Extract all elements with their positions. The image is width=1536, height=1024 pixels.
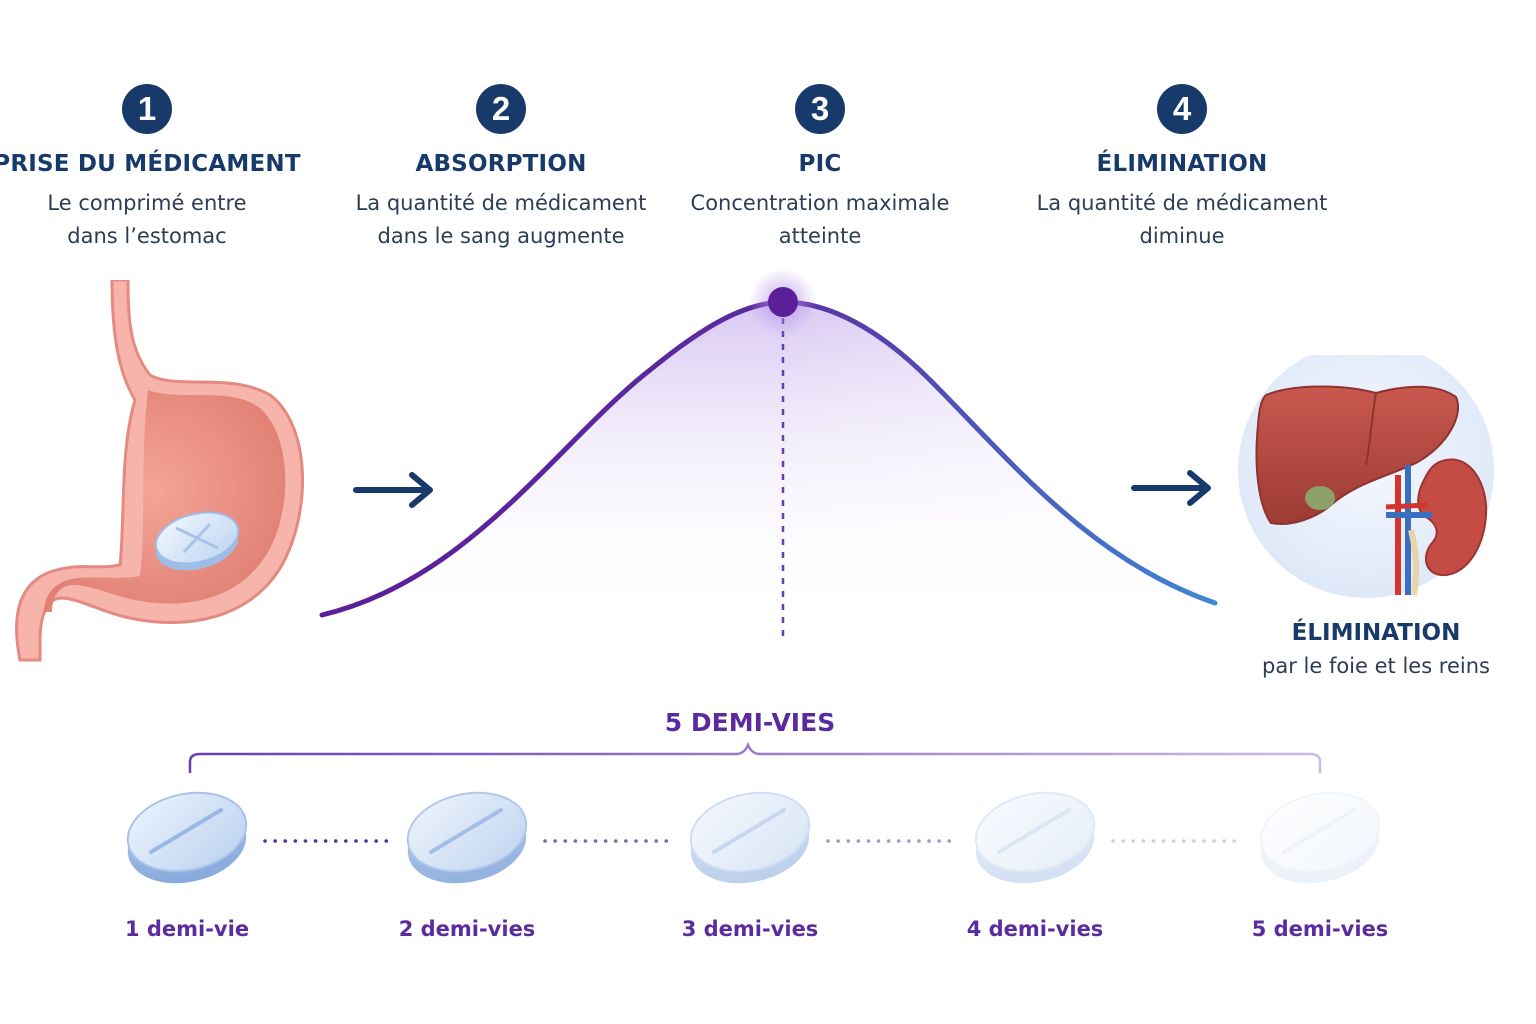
step-description-line: diminue <box>1139 224 1225 248</box>
arrow-right-icon <box>1131 470 1211 506</box>
half-lives-pills <box>126 791 1381 884</box>
step-description-line: atteinte <box>778 224 862 248</box>
step-number-badge: 2 <box>476 84 526 134</box>
half-life-label: 2 demi-vies <box>398 917 536 941</box>
step-description: La quantité de médicament diminue <box>1012 187 1352 253</box>
pill-icon <box>974 791 1096 884</box>
step-description: Le comprimé entre dans l’estomac <box>0 187 317 253</box>
step-description-line: Le comprimé entre <box>47 191 247 215</box>
step-title: ÉLIMINATION <box>1096 151 1268 177</box>
kidney-icon <box>1385 458 1488 596</box>
step-number-badge: 4 <box>1157 84 1207 134</box>
step-2: 2 ABSORPTION La quantité de médicament d… <box>331 84 671 253</box>
step-3: 3 PIC Concentration maximale atteinte <box>650 84 990 253</box>
step-description-line: dans le sang augmente <box>377 224 625 248</box>
step-title: PIC <box>798 151 842 177</box>
pill-icon <box>1259 791 1381 884</box>
pill-icon <box>689 791 811 884</box>
step-4: 4 ÉLIMINATION La quantité de médicament … <box>1012 84 1352 253</box>
organs-illustration <box>1238 355 1494 598</box>
step-description: La quantité de médicament dans le sang a… <box>331 187 671 253</box>
step-title: ABSORPTION <box>415 151 587 177</box>
step-1: 1 PRISE DU MÉDICAMENT Le comprimé entre … <box>0 84 317 253</box>
step-number-badge: 1 <box>122 84 172 134</box>
half-lives-title: 5 DEMI-VIES <box>664 708 836 737</box>
step-description-line: Concentration maximale <box>690 191 950 215</box>
step-number-badge: 3 <box>795 84 845 134</box>
half-life-label: 3 demi-vies <box>681 917 819 941</box>
pill-icon <box>126 791 248 884</box>
organs-subtitle: par le foie et les reins <box>1262 654 1490 678</box>
step-description-line: dans l’estomac <box>67 224 227 248</box>
half-life-label: 1 demi-vie <box>124 917 250 941</box>
half-life-label: 5 demi-vies <box>1251 917 1389 941</box>
peak-marker <box>768 287 798 317</box>
step-description: Concentration maximale atteinte <box>650 187 990 253</box>
concentration-curve <box>319 268 1218 640</box>
step-description-line: La quantité de médicament <box>355 191 647 215</box>
step-title: PRISE DU MÉDICAMENT <box>0 151 301 177</box>
liver-icon <box>1255 385 1459 525</box>
pill-icon <box>154 511 240 571</box>
organs-title: ÉLIMINATION <box>1291 620 1461 646</box>
arrow-right-icon <box>353 472 433 508</box>
half-life-label: 4 demi-vies <box>966 917 1104 941</box>
pill-icon <box>406 791 528 884</box>
step-description-line: La quantité de médicament <box>1036 191 1328 215</box>
stomach-icon <box>14 280 304 662</box>
half-lives-bracket <box>188 741 1322 773</box>
